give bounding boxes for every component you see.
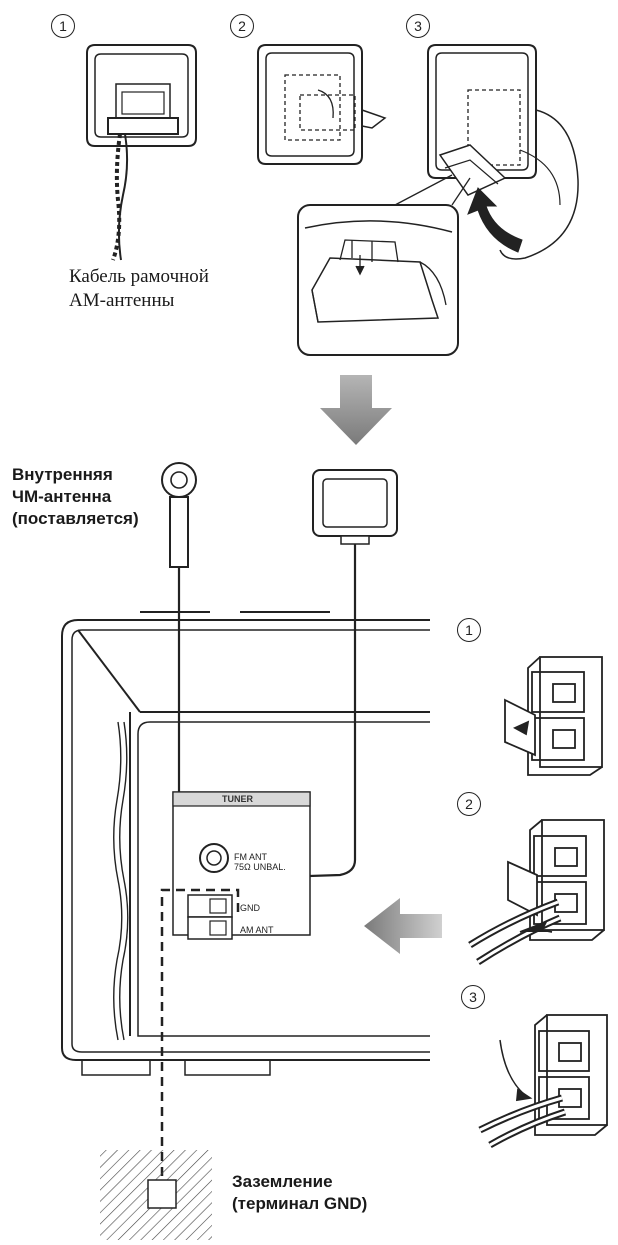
ground-label-line2: (терминал GND) — [232, 1194, 368, 1213]
am-antenna-symbol — [312, 469, 398, 545]
am-ant-terminal-label: AM ANT — [240, 925, 274, 935]
step-number-2: 2 — [230, 14, 254, 38]
am-loop-antenna-step3 — [427, 44, 579, 260]
fm-ant-terminal-label: FM ANT — [234, 852, 267, 862]
am-loop-antenna-step1 — [86, 44, 197, 261]
terminal-step-number-1: 1 — [457, 618, 481, 642]
ground-hatch — [100, 1150, 212, 1240]
terminal-step3 — [478, 1014, 608, 1149]
terminal-step-number-3: 3 — [461, 985, 485, 1009]
tuner-panel — [172, 791, 311, 940]
tuner-panel-title: TUNER — [222, 794, 253, 804]
am-cable-label-line1: Кабель рамочной — [69, 266, 209, 287]
fm-ohm-label: 75Ω UNBAL. — [234, 862, 286, 872]
terminal-step1 — [504, 656, 603, 776]
gnd-terminal-label: GND — [240, 903, 260, 913]
receiver-side-rail — [113, 721, 123, 1041]
attach-stand-arrow — [467, 187, 523, 253]
fm-antenna-symbol — [161, 462, 197, 568]
am-cable-label-line2: AM-антенны — [69, 290, 175, 311]
connect-left-arrow — [364, 898, 442, 954]
ground-wire — [160, 888, 240, 1188]
assemble-down-arrow — [320, 375, 392, 445]
ground-label-line1: Заземление — [232, 1172, 333, 1191]
am-loop-antenna-step2 — [257, 44, 387, 165]
receiver-outline — [61, 611, 430, 1076]
fm-antenna-label-line1: Внутренняя — [12, 465, 113, 484]
step-number-3: 3 — [406, 14, 430, 38]
step-number-1: 1 — [51, 14, 75, 38]
terminal-step2 — [468, 819, 605, 965]
fm-antenna-label-line3: (поставляется) — [12, 509, 139, 528]
zoom-callout — [297, 174, 471, 356]
fm-antenna-label-line2: ЧМ-антенна — [12, 487, 112, 506]
terminal-step-number-2: 2 — [457, 792, 481, 816]
